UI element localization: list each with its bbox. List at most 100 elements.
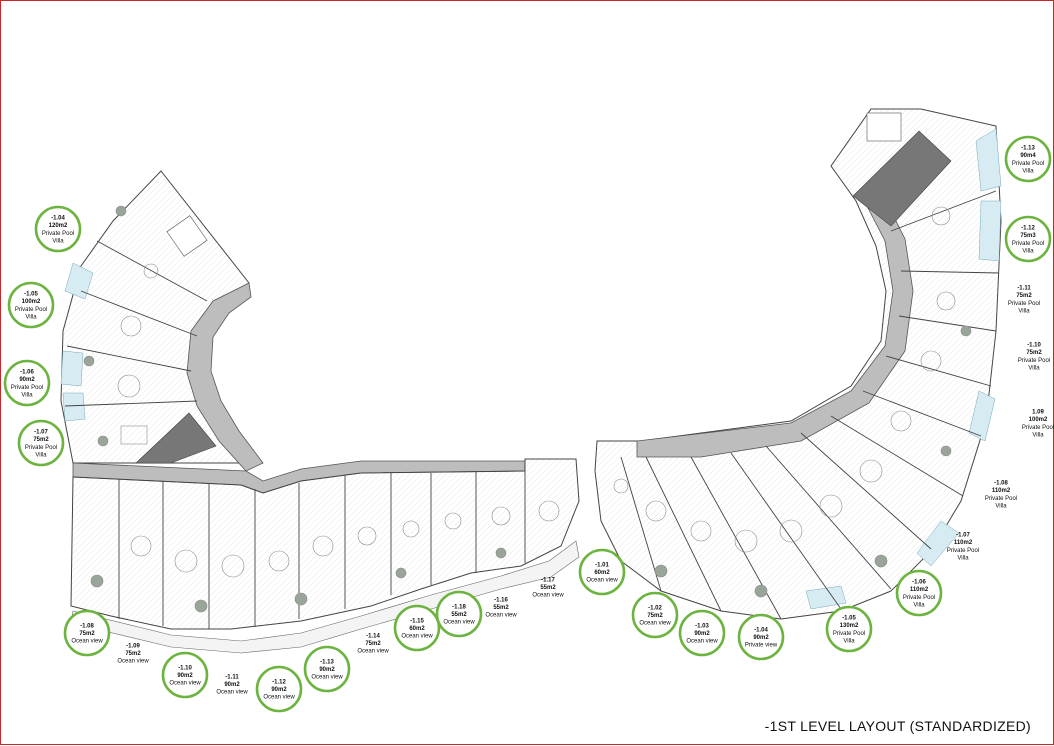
unit-type: Villa (913, 602, 925, 608)
unit-highlight-ring (7, 281, 55, 329)
unit-type: Private Pool (11, 385, 43, 391)
unit-highlight-ring (34, 205, 82, 253)
unit-code: -1.18 (452, 604, 466, 610)
unit-type: Private Pool (1012, 241, 1044, 247)
unit-type: Ocean view (443, 620, 475, 626)
unit-area: 90m2 (177, 673, 193, 679)
unit-type: Ocean view (263, 695, 295, 701)
left-wing-core (135, 412, 217, 464)
unit-area: 75m2 (1016, 293, 1032, 299)
unit-type: Villa (21, 392, 33, 398)
unit-type: Ocean view (686, 639, 718, 645)
left-wing-stair (166, 215, 208, 257)
unit-area: 90m2 (753, 635, 769, 641)
unit-code: -1.11 (1017, 286, 1031, 292)
unit-area: 55m2 (493, 605, 509, 611)
unit-type: Ocean view (71, 639, 103, 645)
unit-highlight-ring (1004, 135, 1052, 183)
right-wing-stair (866, 112, 902, 142)
unit-area: 110m2 (992, 488, 1011, 494)
unit-area: 75m2 (647, 613, 663, 619)
unit-type: Ocean view (586, 578, 618, 584)
unit-type: Ocean view (639, 621, 671, 627)
unit-highlight-ring (578, 548, 626, 596)
south-block-furnishing (90, 500, 560, 613)
unit-type: Private Pool (25, 445, 57, 451)
unit-code: -1.13 (320, 659, 334, 665)
unit-code: -1.08 (80, 623, 94, 629)
unit-type: Private Pool (1008, 301, 1040, 307)
unit-area: 75m2 (365, 641, 381, 647)
unit-highlight-ring (678, 609, 726, 657)
unit-type: Private Pool (833, 631, 865, 637)
unit-type: Ocean view (311, 675, 343, 681)
unit-type: Ocean view (117, 659, 149, 665)
unit-area: 60m2 (594, 570, 610, 576)
unit-area: 75m3 (1020, 233, 1036, 239)
unit-type: Villa (1022, 168, 1034, 174)
unit-highlight-ring (303, 645, 351, 693)
left-wing (60, 170, 264, 472)
unit-code: -1.13 (1021, 146, 1035, 152)
right-wing-unit-walls (620, 190, 1000, 620)
unit-area: 110m2 (954, 540, 973, 546)
unit-area: 100m2 (1029, 417, 1048, 423)
unit-type: Private Pool (985, 496, 1017, 502)
unit-code: -1.14 (366, 633, 380, 639)
left-wing-unit-walls (64, 240, 208, 407)
unit-area: 90m2 (271, 687, 287, 693)
unit-code: -1.07 (34, 430, 48, 436)
unit-type: Villa (995, 503, 1007, 509)
unit-area: 120m2 (49, 223, 68, 229)
unit-type: Ocean view (169, 681, 201, 687)
unit-code: -1.06 (912, 580, 926, 586)
unit-type: Private view (745, 643, 778, 649)
right-wing-pool (805, 585, 847, 610)
right-wing-pool (916, 520, 960, 567)
right-wing-pool (968, 390, 996, 442)
unit-highlight-ring (17, 419, 65, 467)
unit-type: Private Pool (947, 548, 979, 554)
left-wing-furnishing (83, 205, 159, 447)
unit-type: Ocean view (401, 634, 433, 640)
unit-highlight-ring (1004, 215, 1052, 263)
unit-highlight-ring (255, 665, 303, 713)
unit-area: 60m2 (409, 626, 425, 632)
unit-type: Private Pool (1022, 425, 1054, 431)
left-wing-pool (64, 262, 94, 300)
unit-code: -1.07 (956, 533, 970, 539)
unit-area: 90m2 (319, 667, 335, 673)
unit-type: Villa (957, 555, 969, 561)
unit-type: Villa (1022, 248, 1034, 254)
unit-type: Villa (25, 314, 37, 320)
right-wing-pool (978, 200, 1002, 262)
unit-highlight-ring (393, 604, 441, 652)
unit-type: Private Pool (42, 231, 74, 237)
unit-area: 75m2 (1026, 350, 1042, 356)
unit-highlight-ring (737, 613, 785, 661)
unit-highlight-ring (63, 609, 111, 657)
unit-area: 130m2 (840, 623, 859, 629)
